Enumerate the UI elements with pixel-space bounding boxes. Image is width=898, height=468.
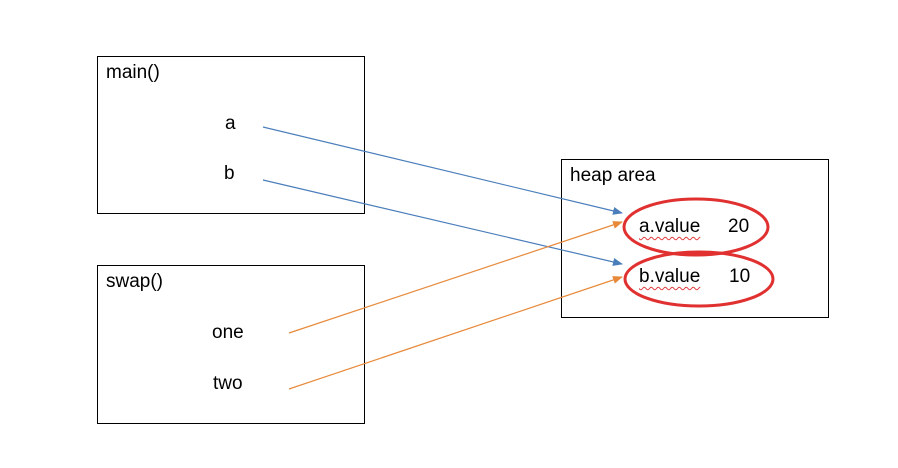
heap-field-b-value: 10	[729, 266, 751, 287]
heap-frame: heap area a.value 20 b.value 10	[561, 159, 829, 318]
main-frame: main() a b	[97, 56, 365, 214]
main-frame-title: main()	[106, 62, 160, 83]
heap-field-a-name: a.value	[639, 216, 701, 237]
swap-frame: swap() one two	[97, 265, 365, 424]
swap-frame-title: swap()	[106, 271, 164, 292]
variable-one: one	[212, 322, 244, 343]
variable-two: two	[213, 373, 243, 394]
heap-field-a-value: 20	[728, 216, 750, 237]
variable-a: a	[225, 113, 236, 134]
heap-frame-title: heap area	[570, 165, 656, 186]
variable-b: b	[224, 163, 235, 184]
heap-field-b-name: b.value	[639, 266, 701, 287]
